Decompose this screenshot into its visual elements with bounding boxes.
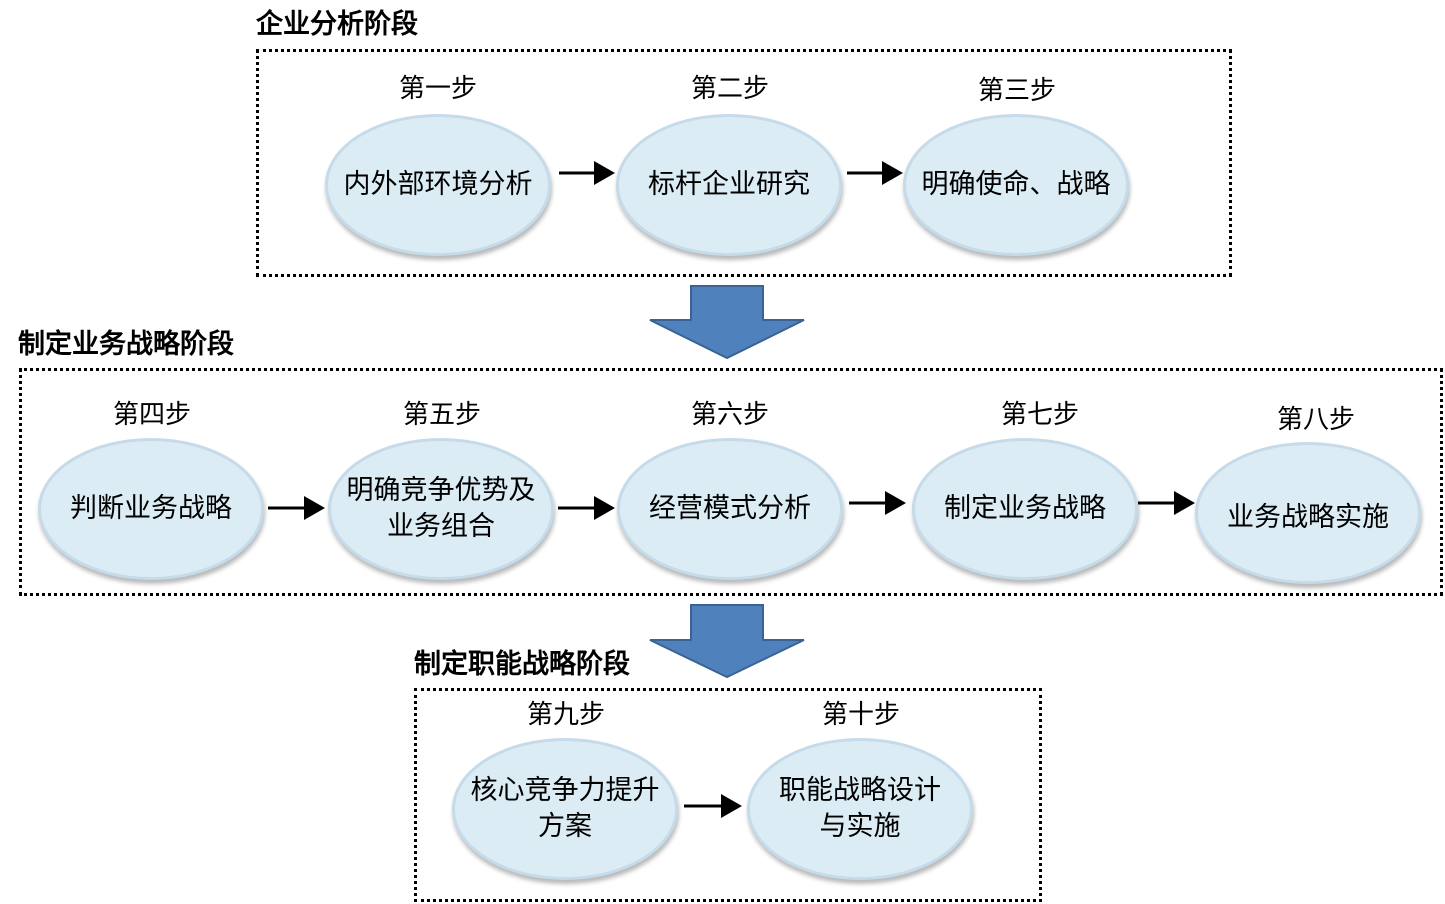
step-node-9-text-line1: 核心竞争力提升 bbox=[470, 775, 660, 806]
stage-title-enterprise-analysis: 企业分析阶段 bbox=[256, 9, 418, 40]
step-node-10-text-line1: 职能战略设计 bbox=[779, 775, 941, 806]
stage-arrow-1-to-2 bbox=[649, 285, 805, 360]
step-node-2-text: 标杆企业研究 bbox=[648, 169, 810, 200]
step-node-8-text: 业务战略实施 bbox=[1227, 502, 1389, 533]
step-node-3: 明确使命、战略 bbox=[903, 114, 1129, 256]
step-label-3: 第三步 bbox=[977, 76, 1056, 106]
step-node-7-text: 制定业务战略 bbox=[944, 493, 1106, 524]
stage-box-functional-strategy bbox=[414, 688, 1042, 902]
step-node-9: 核心竞争力提升 方案 bbox=[452, 738, 678, 880]
step-node-6: 经营模式分析 bbox=[617, 438, 843, 580]
step-node-7: 制定业务战略 bbox=[912, 438, 1138, 580]
step-label-6: 第六步 bbox=[690, 400, 769, 430]
stage-title-business-strategy: 制定业务战略阶段 bbox=[18, 329, 234, 360]
step-label-10: 第十步 bbox=[821, 700, 900, 730]
step-node-9-text-line2: 方案 bbox=[538, 811, 592, 842]
step-node-2: 标杆企业研究 bbox=[616, 114, 842, 256]
step-label-1: 第一步 bbox=[398, 74, 477, 104]
stage-box-business-strategy bbox=[19, 368, 1443, 596]
step-node-10-text: 职能战略设计 与实施 bbox=[779, 773, 941, 845]
step-node-4-text: 判断业务战略 bbox=[70, 493, 232, 524]
step-label-9: 第九步 bbox=[526, 700, 605, 730]
step-label-8: 第八步 bbox=[1276, 405, 1355, 435]
stage-arrow-2-to-3 bbox=[649, 604, 805, 679]
step-label-4: 第四步 bbox=[112, 400, 191, 430]
step-node-9-text: 核心竞争力提升 方案 bbox=[471, 773, 660, 845]
step-node-1: 内外部环境分析 bbox=[325, 114, 551, 256]
step-label-5: 第五步 bbox=[402, 400, 481, 430]
stage-box-enterprise-analysis bbox=[256, 49, 1232, 277]
step-node-10: 职能战略设计 与实施 bbox=[747, 738, 973, 880]
step-label-7: 第七步 bbox=[1000, 400, 1079, 430]
step-node-8: 业务战略实施 bbox=[1195, 442, 1421, 584]
step-node-5-text: 明确竞争优势及 业务组合 bbox=[347, 473, 536, 545]
step-node-10-text-line2: 与实施 bbox=[819, 811, 901, 842]
stage-title-functional-strategy: 制定职能战略阶段 bbox=[414, 649, 630, 680]
step-node-3-text: 明确使命、战略 bbox=[921, 169, 1111, 200]
step-node-5: 明确竞争优势及 业务组合 bbox=[328, 438, 554, 580]
step-node-6-text: 经营模式分析 bbox=[649, 493, 811, 524]
step-node-1-text: 内外部环境分析 bbox=[343, 169, 533, 200]
step-node-5-text-line2: 业务组合 bbox=[387, 511, 495, 542]
step-label-2: 第二步 bbox=[690, 74, 769, 104]
step-node-5-text-line1: 明确竞争优势及 bbox=[346, 475, 536, 506]
step-node-4: 判断业务战略 bbox=[38, 438, 264, 580]
